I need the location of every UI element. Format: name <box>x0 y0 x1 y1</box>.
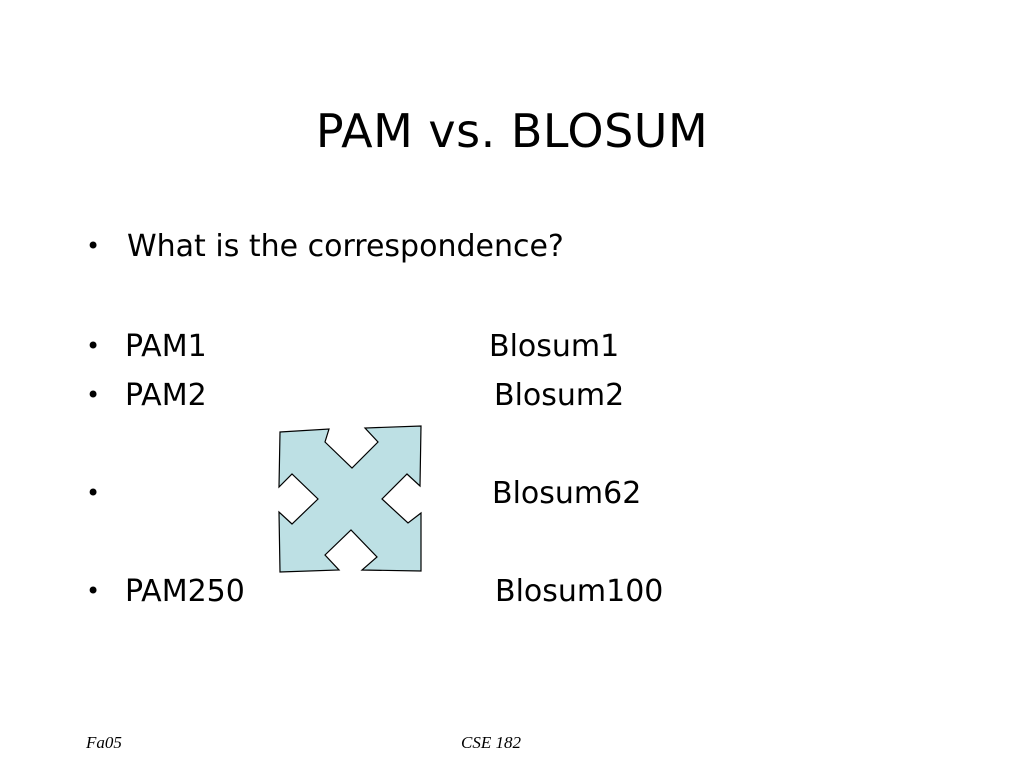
bullet-marker: • <box>86 232 101 260</box>
blosum-label: Blosum2 <box>494 378 625 413</box>
pam-label: PAM2 <box>125 378 207 413</box>
blosum-label: Blosum1 <box>489 329 620 364</box>
blosum-label: Blosum62 <box>492 476 642 511</box>
pam-label: PAM250 <box>125 574 245 609</box>
slide-title: PAM vs. BLOSUM <box>315 104 709 158</box>
footer-left: Fa05 <box>86 733 122 752</box>
bullet-marker: • <box>86 381 101 409</box>
blosum-label: Blosum100 <box>495 574 664 609</box>
pam-label: PAM1 <box>125 329 207 364</box>
bullet-marker: • <box>86 332 101 360</box>
bullet-marker: • <box>86 577 101 605</box>
footer-center: CSE 182 <box>461 733 521 752</box>
bullet-question: What is the correspondence? <box>127 229 564 264</box>
bullet-marker: • <box>86 479 101 507</box>
four-way-arrow-icon <box>278 425 422 573</box>
